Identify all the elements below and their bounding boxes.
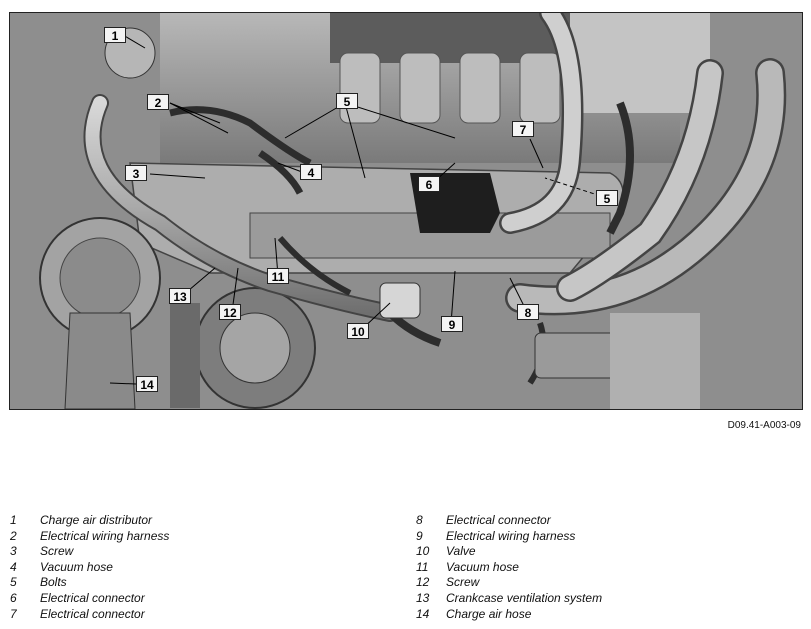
callout-12: 12	[219, 304, 241, 320]
callout-5-top: 5	[336, 93, 358, 109]
callout-7: 7	[512, 121, 534, 137]
callout-9: 9	[441, 316, 463, 332]
document-id: D09.41-A003-09	[727, 420, 801, 431]
engine-illustration: 1 2 3 4 5 6 7 5 8 9 10 11 12 13 14	[9, 12, 803, 410]
callout-2: 2	[147, 94, 169, 110]
engine-drawing	[10, 13, 802, 409]
callout-3: 1	[104, 27, 126, 43]
callout-10: 10	[347, 323, 369, 339]
callout-6: 6	[418, 176, 440, 192]
callout-13: 13	[169, 288, 191, 304]
callout-11: 11	[267, 268, 289, 284]
callout-14: 14	[136, 376, 158, 392]
callout-8: 8	[517, 304, 539, 320]
callout-4: 4	[300, 164, 322, 180]
callout-5-right: 5	[596, 190, 618, 206]
callout-1: 3	[125, 165, 147, 181]
